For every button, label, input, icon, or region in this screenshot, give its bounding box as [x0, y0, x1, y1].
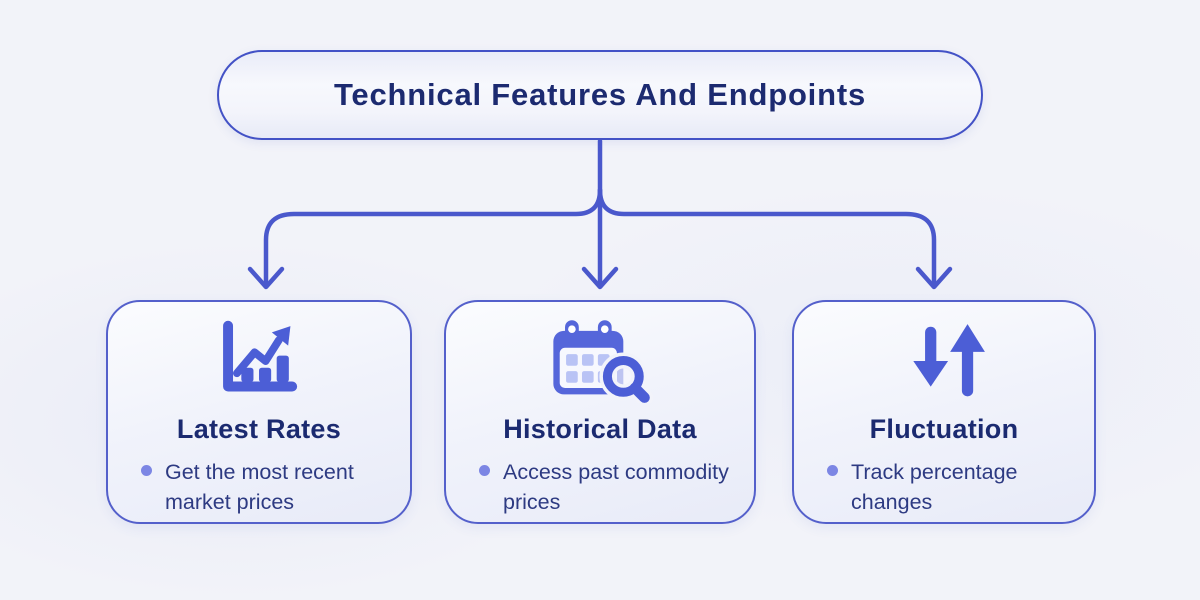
bullet-text: Access past commodity prices: [503, 460, 729, 514]
arrowhead-left: [247, 266, 285, 290]
arrowhead-right: [915, 266, 953, 290]
bullet-dot: [827, 465, 838, 476]
up-down-arrows-icon: [900, 315, 988, 405]
card-historical-data: Historical Data Access past commodity pr…: [444, 300, 756, 524]
diagram-title: Technical Features And Endpoints: [334, 77, 866, 112]
bullet-dot: [479, 465, 490, 476]
card-title: Historical Data: [503, 414, 697, 444]
trending-chart-icon: [212, 315, 306, 405]
bullet-text: Track percentage changes: [851, 460, 1018, 514]
connector-lines: [247, 138, 953, 290]
card-latest-rates: Latest Rates Get the most recent market …: [106, 300, 412, 524]
card-title: Fluctuation: [869, 414, 1019, 444]
arrowhead-center: [581, 266, 619, 290]
bullet-text: Get the most recent market prices: [165, 460, 354, 514]
calendar-search-icon: [547, 315, 653, 405]
card-title: Latest Rates: [176, 414, 342, 444]
diagram-title-node: Technical Features And Endpoints: [217, 50, 983, 140]
bullet-item: Access past commodity prices: [446, 458, 741, 517]
bullet-item: Track percentage changes: [794, 458, 1043, 517]
bullet-item: Get the most recent market prices: [108, 458, 387, 517]
card-fluctuation: Fluctuation Track percentage changes: [792, 300, 1096, 524]
bullet-dot: [141, 465, 152, 476]
